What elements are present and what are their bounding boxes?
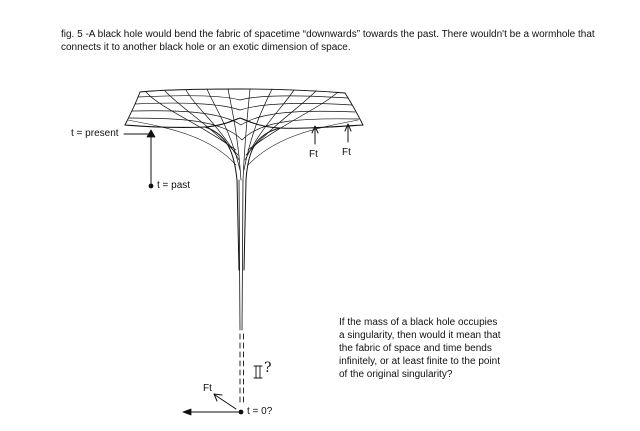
- grid-line-r6: [242, 88, 251, 181]
- t-past-dot: [148, 183, 154, 189]
- grid-line-h4: [128, 117, 360, 141]
- ft-arrow-bottom-head: [213, 393, 223, 402]
- grid-line-r3: [185, 89, 240, 161]
- funnel-wall-left: [204, 126, 240, 271]
- bracket-mark: [253, 365, 263, 379]
- grid-line-h2: [134, 102, 353, 111]
- ft-arrow-2-head: [344, 123, 352, 132]
- funnel-wall-right: [243, 127, 281, 271]
- sheet-right-edge: [344, 92, 364, 126]
- grid-line-r9: [245, 90, 317, 156]
- throat-line-right: [241, 179, 244, 331]
- ft-arrow-bottom: [214, 394, 237, 410]
- grid-line-h3: [131, 110, 356, 126]
- grid-line-r5: [227, 88, 242, 181]
- leftward-arrow-head: [182, 408, 192, 416]
- label-ft-right-2: Ft: [342, 147, 351, 158]
- singularity-note: If the mass of a black hole occupies a s…: [339, 317, 501, 380]
- label-ft-right-1: Ft: [309, 149, 318, 160]
- label-t-past: t = past: [157, 180, 191, 191]
- grid-line-r12: [247, 119, 359, 166]
- sheet-near-edge: [124, 117, 364, 129]
- grid-line-r11: [127, 119, 237, 166]
- question-mark: ?: [264, 360, 272, 376]
- grid-line-r4: [206, 88, 241, 171]
- label-ft-bottom: Ft: [203, 383, 212, 394]
- figure-caption: fig. 5 -A black hole would bend the fabr…: [61, 29, 595, 53]
- sheet-far-edge: [139, 88, 346, 94]
- time-arrow-head: [146, 129, 156, 138]
- ft-arrow-1-head: [311, 125, 319, 134]
- sheet-left-edge: [124, 91, 141, 126]
- label-t-present: t = present: [71, 128, 119, 139]
- grid-line-r7: [243, 88, 273, 171]
- grid-line-r10: [247, 91, 339, 151]
- grid-line-h1: [137, 95, 349, 101]
- label-t-zero: t = 0?: [247, 406, 273, 417]
- t-zero-dot: [238, 409, 244, 415]
- throat-line-left: [238, 179, 241, 331]
- grid-line-r2: [164, 90, 239, 156]
